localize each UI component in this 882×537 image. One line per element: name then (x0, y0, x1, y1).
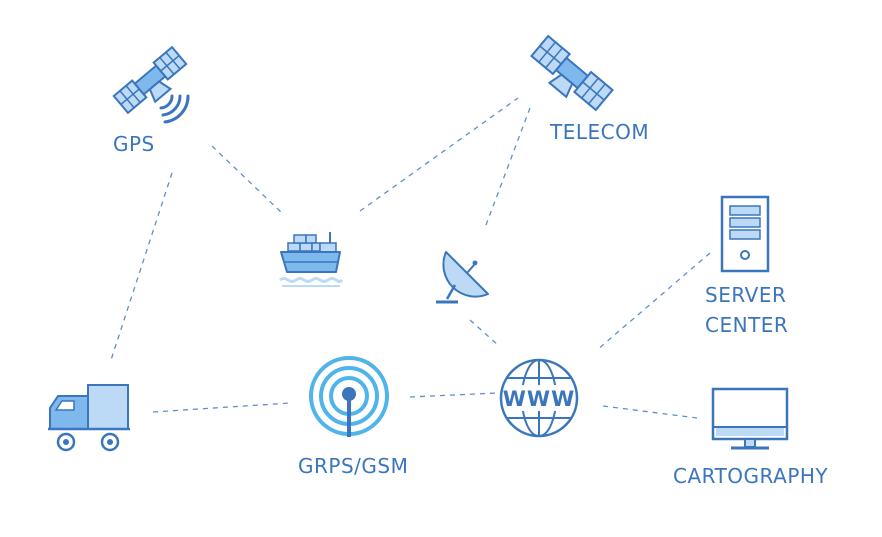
link-ship-telecom (359, 97, 519, 212)
cargo-ship-icon (279, 232, 344, 287)
truck-icon (48, 384, 130, 452)
connections (110, 97, 711, 419)
globe-www-text: WWW (503, 387, 576, 411)
signal-waves-icon (159, 94, 190, 124)
server-icon (720, 195, 770, 273)
satellite-icon (112, 45, 188, 115)
server-label-line2: CENTER (705, 313, 789, 337)
grps-label: GRPS/GSM (298, 454, 409, 478)
gps-label: GPS (113, 132, 155, 156)
server-label-line1: SERVER (705, 283, 787, 307)
telecom-label: TELECOM (550, 120, 650, 144)
globe-icon: WWW (499, 358, 579, 438)
satellite-icon (530, 34, 614, 112)
link-telecom-dish (485, 107, 531, 226)
link-grps-www (409, 392, 498, 398)
cartography-label: CARTOGRAPHY (673, 464, 829, 488)
link-www-cartography (602, 405, 698, 419)
link-gps-truck (110, 172, 173, 361)
link-truck-grps (152, 402, 291, 413)
link-gps-ship (211, 145, 284, 215)
link-server-www (596, 252, 711, 351)
satellite-dish-icon (436, 251, 489, 304)
monitor-icon (711, 387, 789, 450)
antenna-signal-icon (309, 356, 389, 437)
link-dish-www (469, 319, 499, 346)
